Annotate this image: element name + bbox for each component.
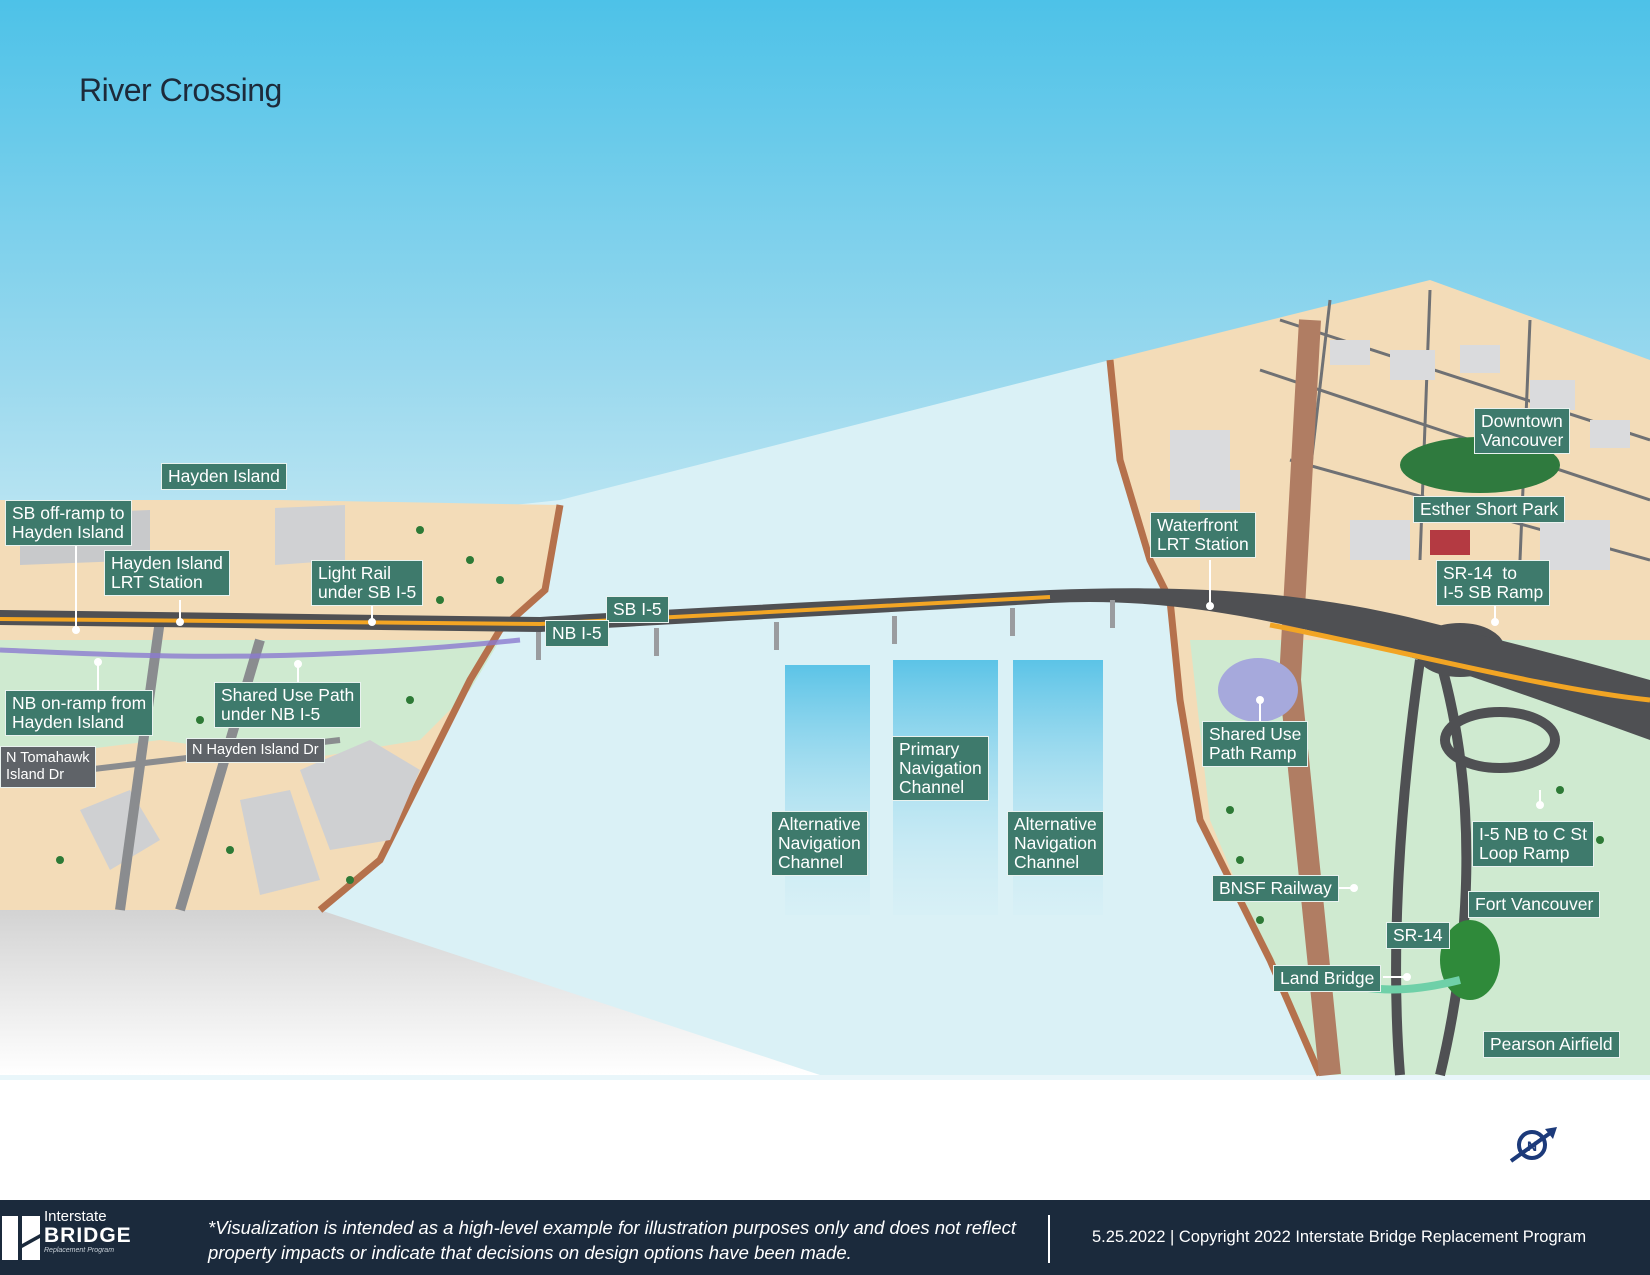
copyright-text: 5.25.2022 | Copyright 2022 Interstate Br… <box>1092 1228 1587 1246</box>
label-land-bridge: Land Bridge <box>1273 965 1382 992</box>
label-shared-use-path-ramp: Shared Use Path Ramp <box>1202 721 1309 767</box>
label-downtown-vancouver: Downtown Vancouver <box>1474 408 1571 454</box>
interstate-bridge-logo-icon <box>2 1216 40 1260</box>
label-i5-nb-c-st-loop: I-5 NB to C St Loop Ramp <box>1472 821 1594 867</box>
i5-bridge-deck <box>0 588 1650 740</box>
label-alt-nav-channel-right: Alternative Navigation Channel <box>1007 811 1104 876</box>
north-arrow-icon: N <box>1509 1127 1557 1163</box>
label-n-tomahawk-island-dr: N Tomahawk Island Dr <box>0 746 96 788</box>
page-title: River Crossing <box>79 72 282 108</box>
label-pearson-airfield: Pearson Airfield <box>1483 1031 1620 1058</box>
label-sr14-sb-ramp: SR-14 to I-5 SB Ramp <box>1436 560 1551 606</box>
label-waterfront-lrt: Waterfront LRT Station <box>1150 512 1256 558</box>
svg-text:N: N <box>1527 1138 1537 1154</box>
label-hayden-island: Hayden Island <box>161 463 287 490</box>
label-n-hayden-island-dr: N Hayden Island Dr <box>186 738 325 763</box>
label-sr14: SR-14 <box>1386 922 1450 949</box>
label-bnsf-railway: BNSF Railway <box>1212 875 1339 902</box>
label-esther-short-park: Esther Short Park <box>1413 496 1566 523</box>
label-primary-nav-channel: Primary Navigation Channel <box>892 736 989 801</box>
alt-channel-right <box>1013 660 1103 915</box>
disclaimer-text: *Visualization is intended as a high-lev… <box>208 1217 1016 1263</box>
label-shared-path-nb: Shared Use Path under NB I-5 <box>214 682 362 728</box>
footer: Interstate BRIDGE Replacement Program *V… <box>0 1200 1650 1275</box>
label-fort-vancouver: Fort Vancouver <box>1468 891 1601 918</box>
label-nb-on-ramp: NB on-ramp from Hayden Island <box>5 690 154 736</box>
logo-line1: Interstate <box>44 1208 107 1225</box>
bridge-scene <box>0 0 1650 1080</box>
logo-line2: BRIDGE <box>44 1224 132 1247</box>
label-alt-nav-channel-left: Alternative Navigation Channel <box>771 811 868 876</box>
footer-divider <box>1048 1215 1050 1263</box>
label-hayden-lrt-station: Hayden Island LRT Station <box>104 550 230 596</box>
alt-channel-left <box>785 665 870 915</box>
label-sb-off-ramp: SB off-ramp to Hayden Island <box>5 500 132 546</box>
label-sb-i5: SB I-5 <box>606 596 669 623</box>
label-light-rail-sb: Light Rail under SB I-5 <box>311 560 424 606</box>
label-nb-i5: NB I-5 <box>545 620 609 647</box>
logo-line3: Replacement Program <box>44 1247 115 1254</box>
